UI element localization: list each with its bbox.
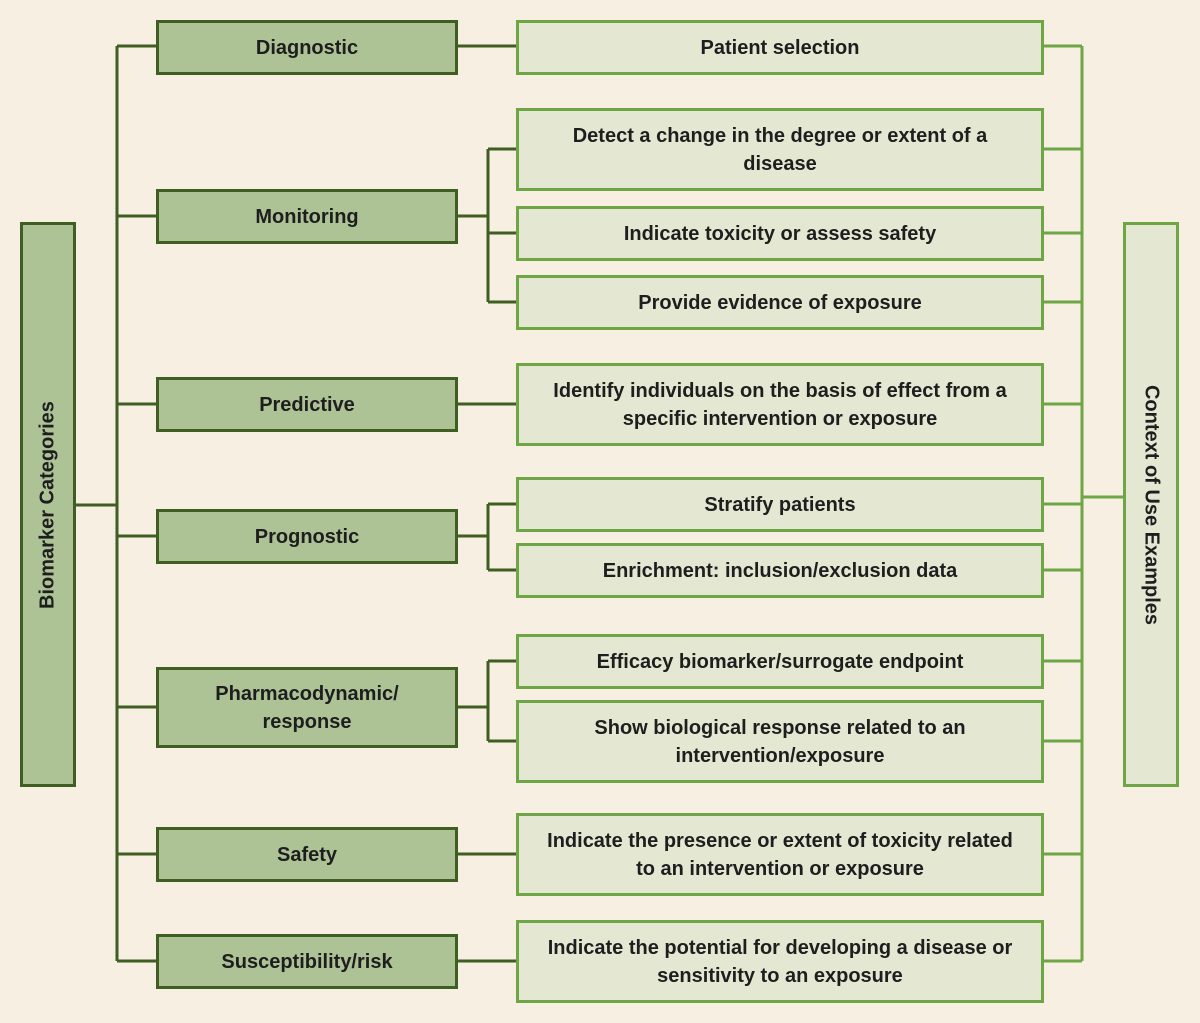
context-indicate-toxicity: Indicate toxicity or assess safety	[516, 206, 1044, 261]
context-detect-change: Detect a change in the degree or extent …	[516, 108, 1044, 191]
context-potential-for-disease: Indicate the potential for developing a …	[516, 920, 1044, 1003]
context-enrichment: Enrichment: inclusion/exclusion data	[516, 543, 1044, 598]
category-pharmacodynamic-response: Pharmacodynamic/ response	[156, 667, 458, 748]
category-predictive: Predictive	[156, 377, 458, 432]
context-stratify-patients: Stratify patients	[516, 477, 1044, 532]
category-prognostic: Prognostic	[156, 509, 458, 564]
biomarker-categories-label: Biomarker Categories	[36, 400, 59, 609]
context-biological-response: Show biological response related to an i…	[516, 700, 1044, 783]
context-patient-selection: Patient selection	[516, 20, 1044, 75]
category-safety: Safety	[156, 827, 458, 882]
context-presence-of-toxicity: Indicate the presence or extent of toxic…	[516, 813, 1044, 896]
context-of-use-panel: Context of Use Examples	[1123, 222, 1179, 787]
category-monitoring: Monitoring	[156, 189, 458, 244]
context-identify-individuals: Identify individuals on the basis of eff…	[516, 363, 1044, 446]
biomarker-categories-panel: Biomarker Categories	[20, 222, 76, 787]
context-efficacy-biomarker: Efficacy biomarker/surrogate endpoint	[516, 634, 1044, 689]
context-evidence-of-exposure: Provide evidence of exposure	[516, 275, 1044, 330]
context-of-use-label: Context of Use Examples	[1140, 384, 1163, 625]
category-diagnostic: Diagnostic	[156, 20, 458, 75]
category-susceptibility-risk: Susceptibility/risk	[156, 934, 458, 989]
